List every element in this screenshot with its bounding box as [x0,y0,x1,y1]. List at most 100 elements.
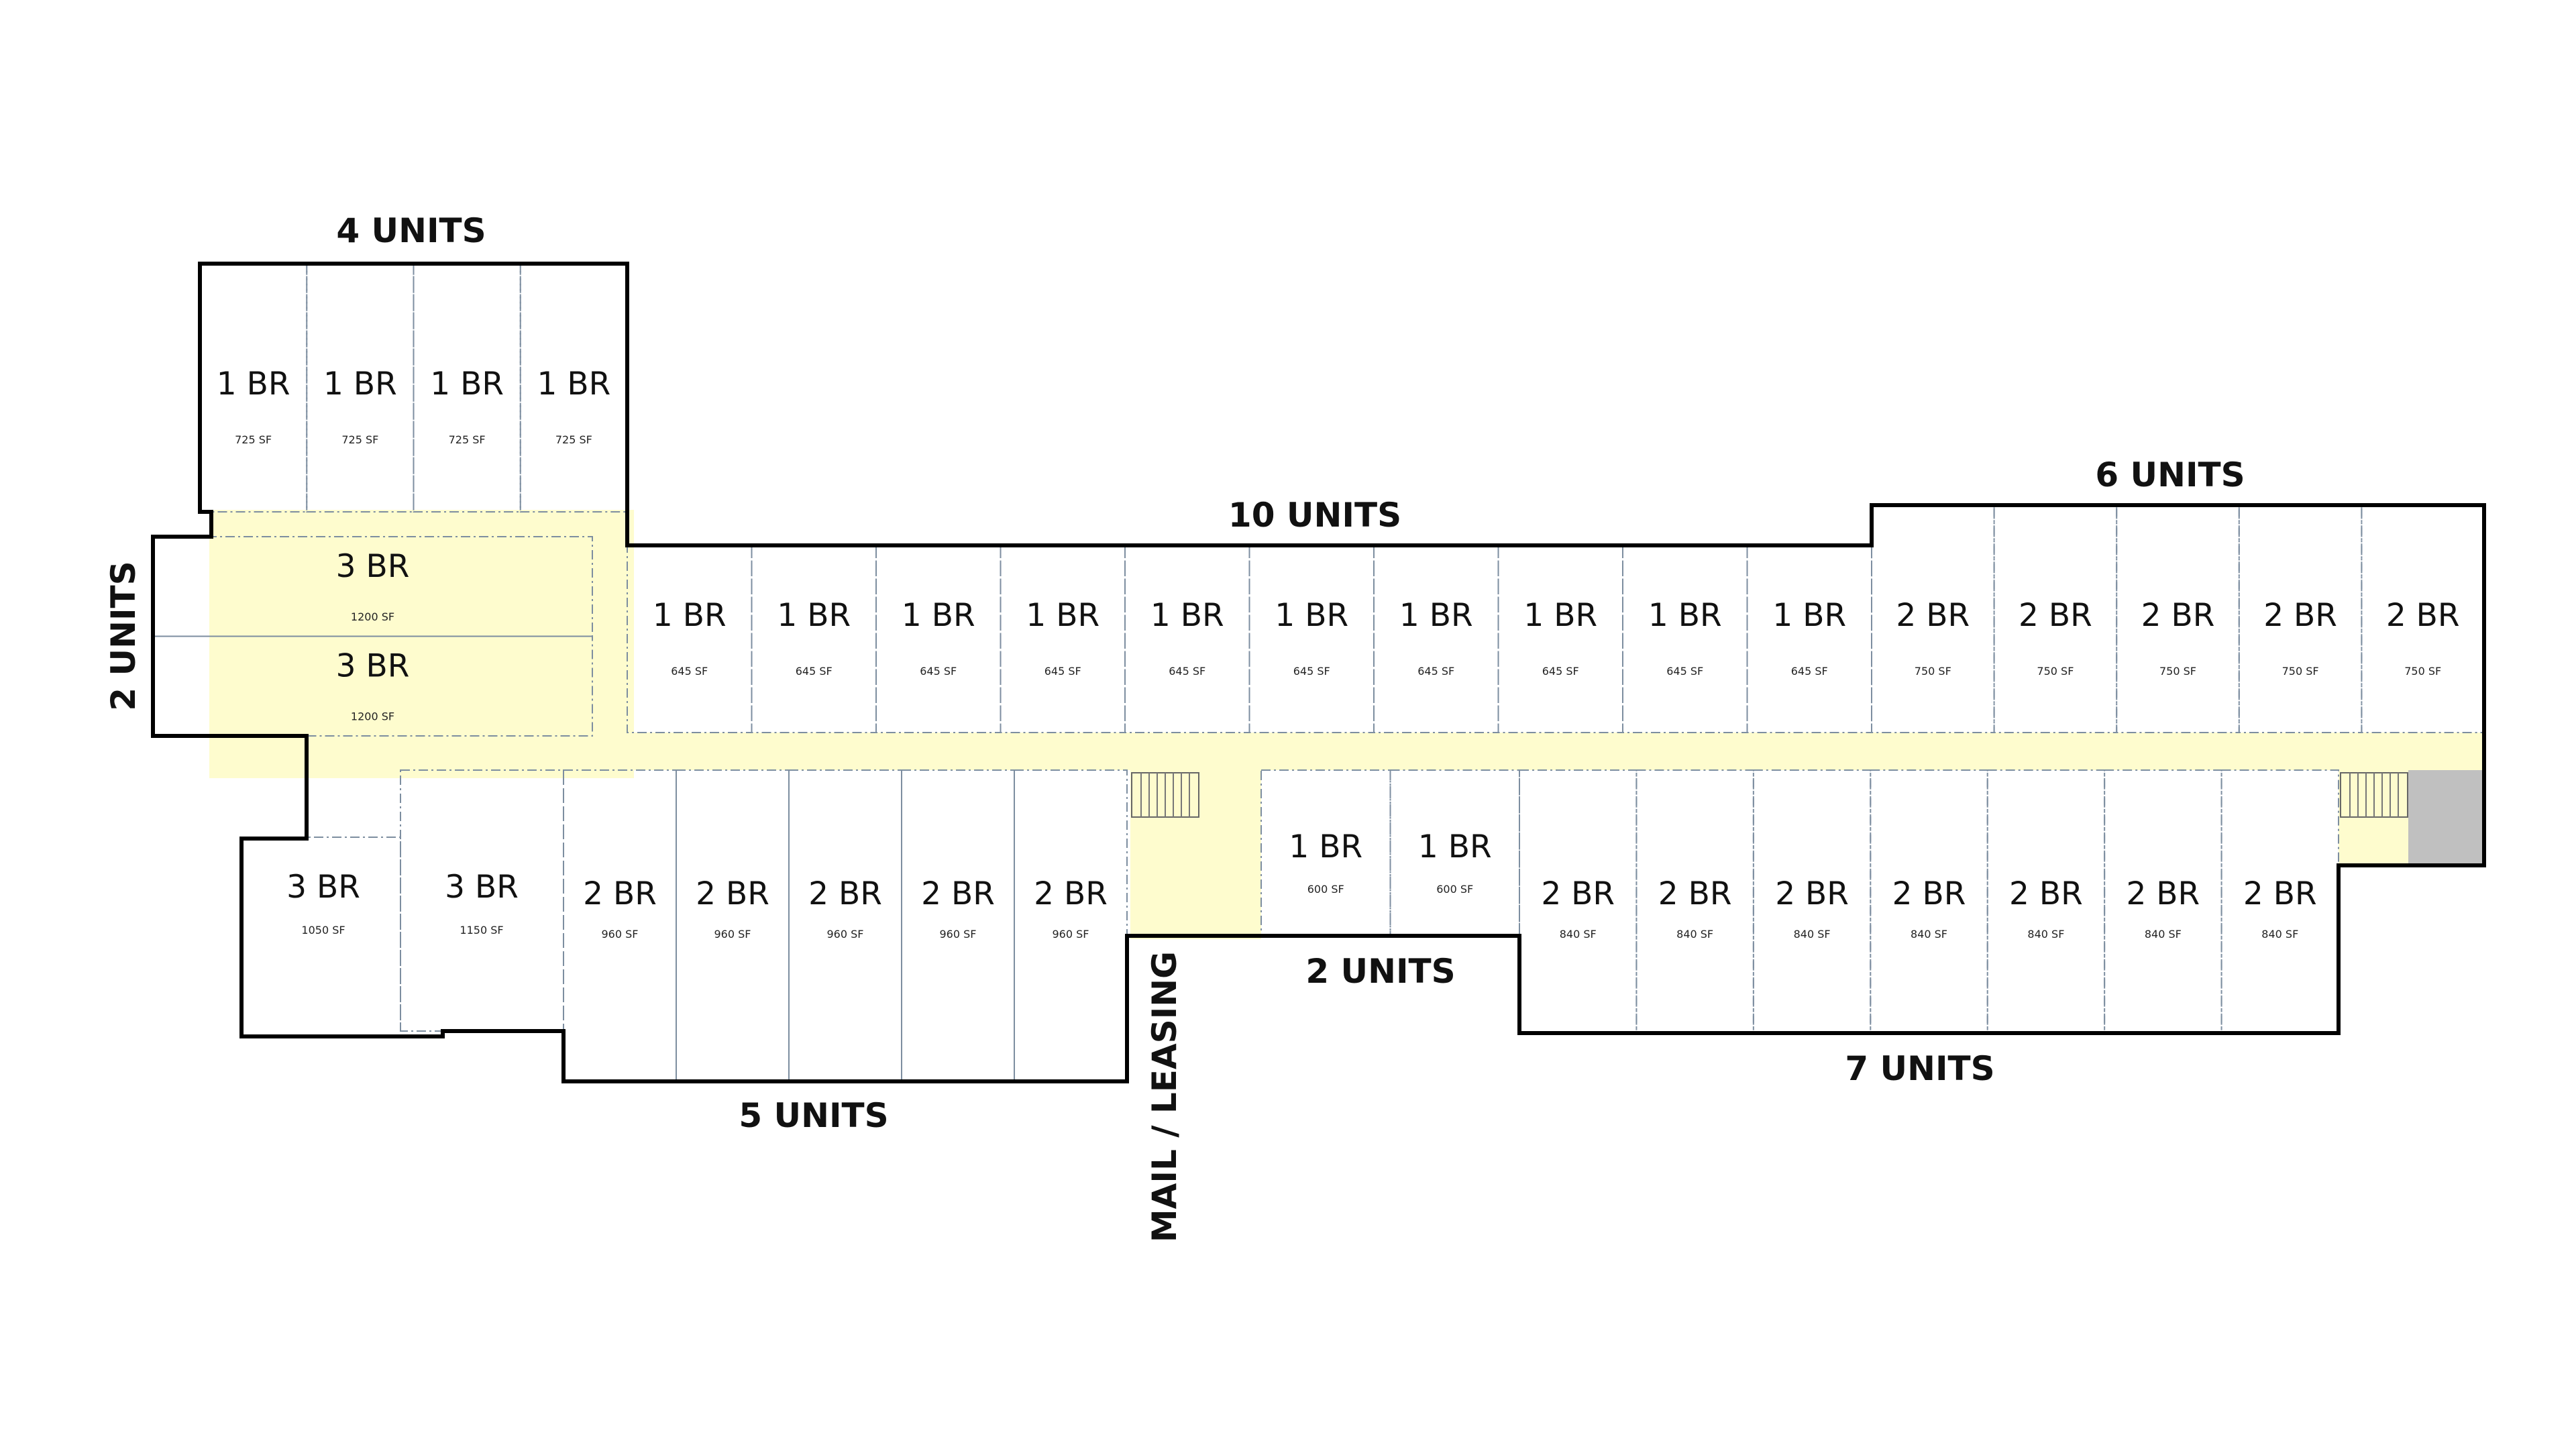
unit-type-label: 1 BR [1418,828,1492,865]
unit-area-label: 645 SF [920,665,957,678]
unit-type-label: 1 BR [1026,597,1099,634]
unit-area-label: 840 SF [2261,928,2298,941]
unit-type-label: 2 BR [1896,597,1970,634]
unit-type-label: 1 BR [1772,597,1846,634]
group-label-south-small: 2 UNITS [1305,952,1455,991]
unit-cell-south-center-4 [901,769,1015,1082]
unit-type-label: 2 BR [1658,875,1732,912]
group-label-center-north: 10 UNITS [1228,496,1401,535]
group-label-west-wing: 2 UNITS [104,561,143,710]
unit-type-label: 1 BR [902,597,975,634]
unit-area-label: 600 SF [1436,883,1473,896]
group-label-north-wing: 4 UNITS [336,211,486,250]
unit-cell-center-north-6 [1248,545,1375,733]
group-label-east-north: 6 UNITS [2095,455,2245,494]
unit-type-label: 2 BR [2386,597,2460,634]
unit-area-label: 750 SF [2159,665,2196,678]
unit-cell-center-north-3 [875,545,1002,733]
unit-type-label: 2 BR [1034,875,1108,912]
unit-cell-southwest-1 [241,837,401,1037]
unit-cell-center-north-9 [1622,545,1748,733]
unit-cell-southwest-2 [400,769,564,1032]
unit-type-label: 2 BR [2009,875,2083,912]
unit-cell-center-north-4 [1000,545,1126,733]
unit-type-label: 2 BR [583,875,657,912]
unit-cell-center-north-7 [1373,545,1499,733]
unit-type-label: 1 BR [1289,828,1362,865]
unit-type-label: 2 BR [2126,875,2200,912]
unit-area-label: 960 SF [940,928,977,941]
unit-area-label: 840 SF [2027,928,2064,941]
unit-area-label: 600 SF [1307,883,1344,896]
unit-type-label: 1 BR [1648,597,1722,634]
unit-cell-center-north-2 [751,545,877,733]
unit-type-label: 1 BR [1399,597,1473,634]
unit-area-label: 725 SF [235,433,272,446]
unit-type-label: 1 BR [537,366,611,402]
unit-area-label: 725 SF [341,433,378,446]
group-label-south-center: 5 UNITS [739,1096,888,1135]
unit-area-label: 960 SF [714,928,751,941]
unit-type-label: 2 BR [696,875,769,912]
unit-type-label: 2 BR [2243,875,2317,912]
unit-type-label: 1 BR [323,366,397,402]
unit-type-label: 1 BR [777,597,851,634]
unit-area-label: 750 SF [1915,665,1951,678]
unit-area-label: 645 SF [1293,665,1330,678]
unit-cell-center-north-8 [1497,545,1623,733]
unit-area-label: 840 SF [1676,928,1713,941]
units-layer: 1 BR 725 SF 1 BR 725 SF 1 BR 725 SF 1 BR 725 SF… [152,263,2485,1082]
unit-area-label: 750 SF [2282,665,2319,678]
unit-cell-center-north-5 [1124,545,1250,733]
unit-area-label: 645 SF [671,665,708,678]
building-outline [151,262,2486,1083]
unit-type-label: 2 BR [808,875,882,912]
group-label-south-east: 7 UNITS [1845,1049,1994,1088]
stair-east [2340,772,2408,818]
unit-type-label: 1 BR [1275,597,1348,634]
unit-area-label: 750 SF [2404,665,2441,678]
unit-area-label: 1200 SF [351,610,394,623]
unit-type-label: 1 BR [217,366,290,402]
unit-cell-south-center-5 [1014,769,1128,1082]
unit-type-label: 2 BR [1541,875,1615,912]
unit-area-label: 645 SF [1169,665,1205,678]
unit-type-label: 2 BR [1775,875,1849,912]
unit-type-label: 1 BR [1150,597,1224,634]
unit-area-label: 750 SF [2037,665,2074,678]
unit-type-label: 2 BR [2263,597,2337,634]
unit-area-label: 960 SF [602,928,639,941]
unit-area-label: 1050 SF [301,924,345,936]
unit-area-label: 840 SF [1794,928,1831,941]
unit-type-label: 1 BR [430,366,504,402]
unit-area-label: 725 SF [449,433,486,446]
unit-type-label: 2 BR [1892,875,1966,912]
unit-cell-south-center-3 [788,769,902,1082]
unit-area-label: 645 SF [1044,665,1081,678]
unit-cell-south-center-1 [563,769,677,1082]
unit-area-label: 960 SF [1053,928,1089,941]
unit-area-label: 1200 SF [351,710,394,723]
unit-area-label: 1150 SF [460,924,503,936]
unit-cell-south-small-1 [1260,769,1391,936]
unit-type-label: 3 BR [445,869,519,906]
unit-type-label: 2 BR [2141,597,2215,634]
unit-area-label: 645 SF [1417,665,1454,678]
corridor-layer [209,510,2484,939]
mail-leasing-label: MAIL / LEASING [1145,951,1184,1242]
unit-area-label: 960 SF [827,928,864,941]
unit-area-label: 645 SF [796,665,833,678]
unit-cell-center-north-10 [1746,545,1872,733]
unit-type-label: 2 BR [2019,597,2092,634]
unit-area-label: 645 SF [1666,665,1703,678]
unit-area-label: 725 SF [555,433,592,446]
unit-area-label: 840 SF [1560,928,1597,941]
unit-type-label: 3 BR [336,548,410,585]
unit-type-label: 3 BR [336,648,410,685]
unit-type-label: 1 BR [1523,597,1597,634]
service-room [2408,770,2484,865]
unit-type-label: 2 BR [921,875,995,912]
unit-type-label: 3 BR [286,869,360,906]
unit-cell-south-center-2 [676,769,790,1082]
